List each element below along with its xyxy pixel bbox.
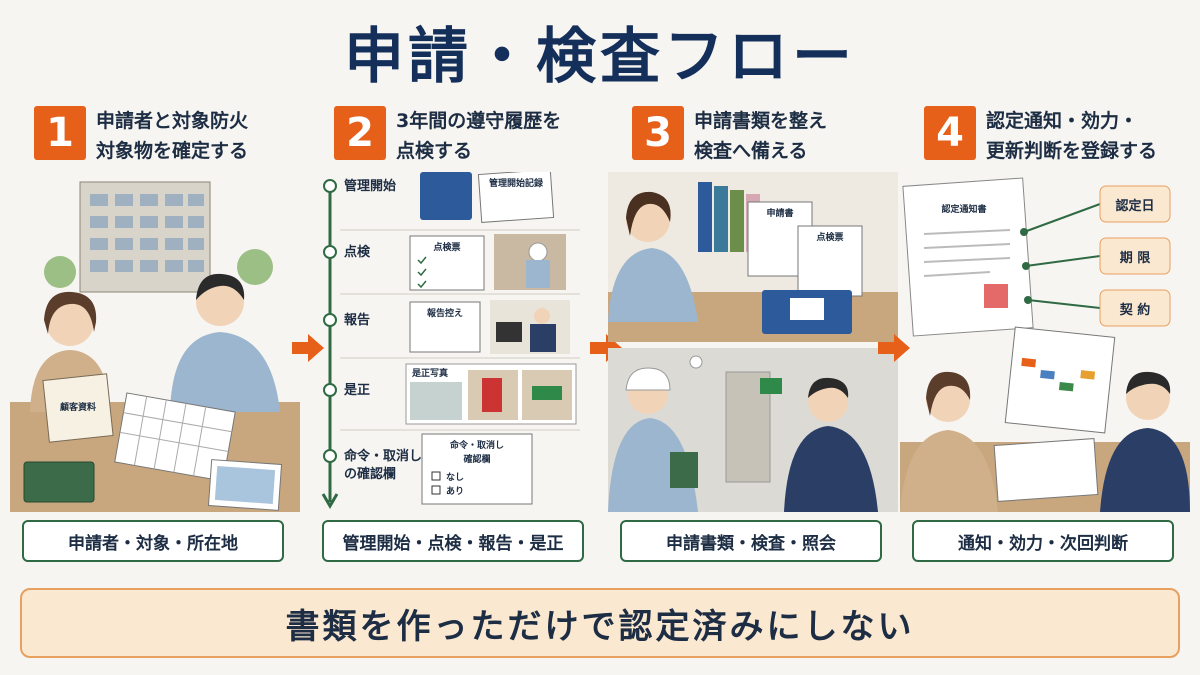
- step-title-line: 申請書類を整え: [694, 110, 828, 132]
- step-title-line: 点検する: [396, 140, 473, 162]
- inspection-doc-label: 点検票: [816, 231, 843, 243]
- page-title: 申請・検査フロー: [344, 22, 856, 92]
- step-summary-label: 申請者・対象・所在地: [22, 520, 284, 562]
- step-summary-label: 申請書類・検査・照会: [620, 520, 882, 562]
- timeline-doc: 命令・取消し: [449, 439, 504, 451]
- step-title: 3年間の遵守履歴を 点検する: [396, 106, 596, 166]
- timeline-doc: 報告控え: [427, 307, 463, 319]
- step-summary-label: 通知・効力・次回判断: [912, 520, 1174, 562]
- customer-doc-label: 顧客資料: [60, 401, 96, 413]
- history-timeline: 管理開始 点検 報告 是正 命令・取消し の確認欄 管理開始記録 点検票 報告控…: [321, 172, 580, 509]
- step-title: 認定通知・効力・ 更新判断を登録する: [986, 106, 1186, 166]
- timeline-label: の確認欄: [344, 466, 396, 482]
- step-summary-label: 管理開始・点検・報告・是正: [322, 520, 584, 562]
- registration-tag: 期 限: [1120, 251, 1152, 266]
- timeline-doc: 管理開始記録: [489, 177, 544, 189]
- registration-scene-illustration: 認定通知書 認定日 期 限 契 約: [900, 177, 1190, 512]
- timeline-label: 命令・取消し: [343, 448, 422, 464]
- step-title: 申請者と対象防火 対象物を確定する: [96, 106, 296, 166]
- timeline-doc: 確認欄: [463, 453, 490, 465]
- step-4: 4 認定通知・効力・ 更新判断を登録する 認定通知書 認定日 期 限 契 約: [900, 100, 1190, 570]
- timeline-label: 管理開始: [344, 178, 396, 194]
- step-title-line: 3年間の遵守履歴を: [396, 110, 562, 132]
- step-number: 3: [632, 106, 684, 160]
- option-label: なし: [446, 472, 464, 483]
- step-title-line: 更新判断を登録する: [986, 140, 1158, 162]
- registration-tag: 契 約: [1119, 302, 1151, 318]
- timeline-label: 点検: [344, 244, 371, 260]
- timeline-label: 報告: [344, 312, 370, 328]
- option-label: あり: [446, 486, 464, 497]
- step-title-line: 認定通知・効力・: [986, 110, 1139, 132]
- step-2: 2 3年間の遵守履歴を 点検する 管理開始 点検 報告 是正 命令・取消し の確…: [310, 100, 600, 570]
- arrow-right-icon: [292, 334, 324, 362]
- timeline-doc: 点検票: [433, 241, 460, 253]
- step-title-line: 対象物を確定する: [96, 140, 249, 162]
- step-number: 2: [334, 106, 386, 160]
- step-3: 3 申請書類を整え 検査へ備える 申請書 点検票 申請書類・: [608, 100, 898, 570]
- step-title: 申請書類を整え 検査へ備える: [694, 106, 894, 166]
- certificate-label: 認定通知書: [941, 203, 986, 215]
- step-number: 1: [34, 106, 86, 160]
- step-title-line: 申請者と対象防火: [96, 110, 249, 132]
- application-doc-label: 申請書: [766, 207, 793, 219]
- step-title-line: 検査へ備える: [694, 140, 808, 162]
- step-number: 4: [924, 106, 976, 160]
- registration-tag: 認定日: [1115, 198, 1154, 214]
- applicant-scene-illustration: 顧客資料: [10, 181, 300, 512]
- step-1: 1 申請者と対象防火 対象物を確定する 顧客資料: [10, 100, 300, 570]
- timeline-doc: 是正写真: [411, 367, 448, 379]
- timeline-label: 是正: [343, 383, 370, 398]
- key-message-banner: 書類を作っただけで認定済みにしない: [20, 588, 1180, 658]
- arrow-right-icon: [878, 334, 910, 362]
- inspection-scene-illustration: 申請書 点検票: [608, 172, 898, 512]
